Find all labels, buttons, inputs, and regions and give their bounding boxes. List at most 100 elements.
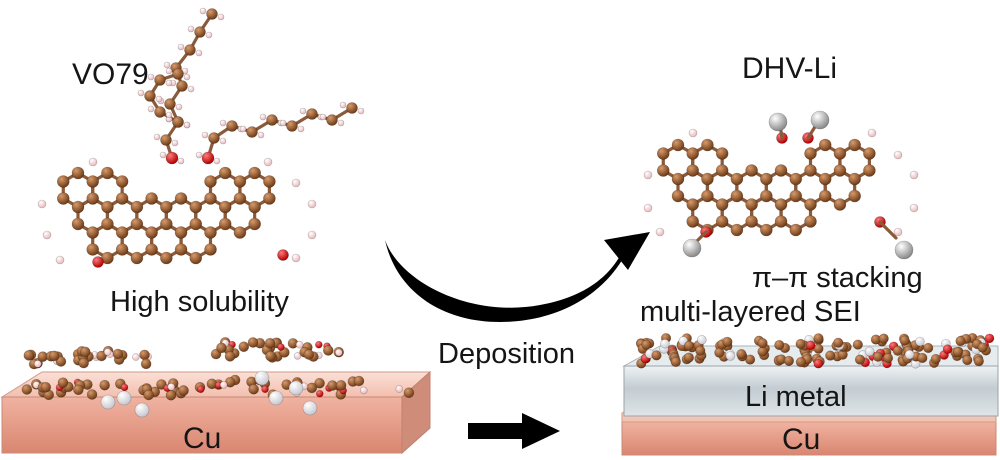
hydrogen-atom [37, 199, 47, 209]
carbon-atom [115, 175, 129, 188]
carbon-atom [314, 377, 325, 389]
hydrogen-atom [132, 353, 140, 361]
carbon-atom [848, 172, 861, 186]
sei-stacked-layer [635, 332, 995, 369]
carbon-atom [140, 358, 152, 370]
carbon-atom [172, 68, 184, 80]
carbon-atom [204, 192, 217, 205]
hydrogen-atom [319, 113, 327, 121]
carbon-atom [218, 200, 232, 214]
vo79-molecule [37, 7, 365, 268]
carbon-atom [795, 338, 806, 350]
oxygen-atom [942, 344, 953, 354]
lithium-atom [697, 335, 707, 345]
lithium-atom [302, 400, 318, 416]
hydrogen-atom [643, 203, 653, 213]
hydrogen-atom [867, 128, 877, 138]
carbon-atom [852, 339, 863, 350]
hydrogen-atom [177, 43, 185, 51]
carbon-atom [55, 356, 67, 367]
carbon-atom [952, 346, 964, 358]
carbon-atom [730, 172, 744, 186]
lithium-atom [915, 336, 925, 347]
carbon-atom [745, 215, 758, 228]
carbon-atom [130, 217, 144, 231]
carbon-atom [671, 138, 685, 152]
hydrogen-atom [163, 61, 171, 69]
hydrogen-atom [395, 385, 404, 393]
carbon-atom [353, 375, 365, 387]
carbon-atom [233, 175, 247, 188]
lithium-atom [116, 390, 132, 406]
carbon-atom [760, 172, 773, 186]
hydrogen-atom [213, 157, 221, 165]
carbon-atom [130, 251, 144, 265]
carbon-atom [715, 198, 729, 211]
carbon-atom [174, 226, 188, 239]
hydrogen-atom [187, 85, 195, 93]
carbon-atom [145, 192, 158, 205]
carbon-atom [671, 189, 685, 203]
carbon-atom [224, 351, 236, 362]
carbon-atom [701, 172, 714, 186]
hydrogen-atom [103, 348, 112, 356]
carbon-atom [99, 379, 110, 391]
carbon-atom [848, 138, 861, 152]
lithium-atom [288, 380, 304, 396]
oxygen-atom [813, 358, 824, 369]
carbon-atom [56, 175, 70, 188]
carbon-atom [917, 352, 928, 364]
hydrogen-atom [357, 107, 365, 115]
carbon-atom [346, 102, 358, 114]
hydrogen-atom [33, 360, 42, 368]
hydrogen-atom [175, 103, 183, 111]
hydrogen-atom [183, 73, 191, 81]
carbon-atom [872, 351, 884, 362]
hydrogen-atom [177, 157, 185, 165]
carbon-atom [818, 172, 832, 186]
carbon-atom [757, 346, 768, 357]
oxygen-atom [315, 340, 323, 349]
carbon-atom [189, 251, 203, 265]
hydrogen-atom [199, 7, 207, 15]
carbon-atom [238, 341, 250, 353]
carbon-atom [833, 147, 847, 160]
carbon-atom [286, 120, 298, 132]
hydrogen-atom [159, 151, 167, 159]
carbon-atom [722, 336, 733, 347]
carbon-atom [326, 114, 338, 126]
hydrogen-atom [893, 227, 903, 237]
oxygen-atom [201, 151, 215, 165]
carbon-atom [86, 389, 98, 400]
high-solubility-label: High solubility [110, 286, 289, 318]
carbon-atom [145, 243, 158, 256]
lithium-atom [660, 338, 670, 349]
hydrogen-atom [295, 340, 304, 349]
carbon-atom [671, 172, 685, 186]
carbon-atom [263, 175, 276, 188]
carbon-atom [218, 217, 232, 231]
carbon-atom [266, 114, 278, 126]
hydrogen-atom [219, 137, 227, 145]
carbon-atom [804, 164, 817, 177]
carbon-atom [184, 44, 196, 56]
oxygen-atom [315, 389, 324, 398]
carbon-atom [863, 147, 876, 160]
carbon-atom [86, 243, 100, 256]
carbon-atom [115, 243, 129, 256]
dhv-li-molecule [643, 110, 919, 260]
carbon-atom [878, 333, 889, 344]
hydrogen-atom [137, 89, 145, 97]
lithium-atom [134, 402, 150, 418]
carbon-atom [176, 80, 188, 92]
carbon-atom [955, 335, 966, 347]
carbon-atom [303, 349, 315, 360]
carbon-atom [683, 352, 695, 363]
carbon-atom [139, 349, 150, 361]
carbon-atom [189, 200, 203, 214]
hydrogen-atom [219, 119, 227, 127]
oxygen-atom [277, 343, 285, 351]
hydrogen-atom [195, 49, 203, 57]
carbon-atom [715, 215, 729, 228]
